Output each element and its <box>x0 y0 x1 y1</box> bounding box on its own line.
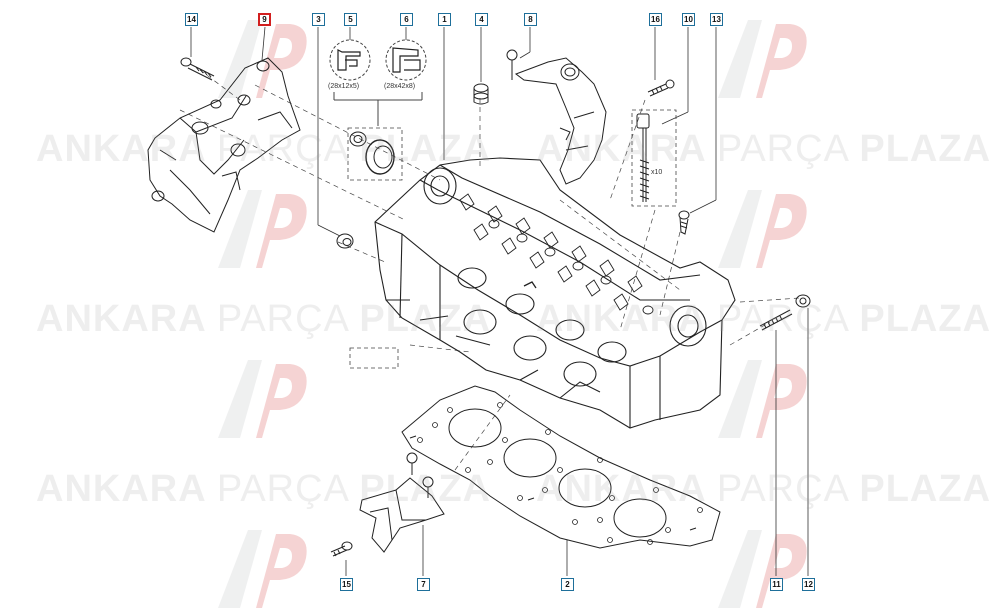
callout-3[interactable]: 3 <box>312 13 325 26</box>
callout-15[interactable]: 15 <box>340 578 353 591</box>
camshaft-seals <box>349 131 395 175</box>
callout-1[interactable]: 1 <box>438 13 451 26</box>
seal-5-size: (28x12x5) <box>328 83 360 90</box>
callout-11[interactable]: 11 <box>770 578 783 591</box>
head-gasket-2 <box>401 385 721 549</box>
plug-3 <box>336 233 354 249</box>
dashed-groups <box>347 109 677 369</box>
callout-12[interactable]: 12 <box>802 578 815 591</box>
callout-9-selected[interactable]: 9 <box>258 13 271 26</box>
callout-2[interactable]: 2 <box>561 578 574 591</box>
leader-lines <box>190 26 809 576</box>
seal-6-size: (28x42x8) <box>384 83 416 90</box>
seal-detail-circles <box>329 39 427 81</box>
stud-11 <box>759 309 793 331</box>
lifting-bracket-8 <box>506 49 607 185</box>
bolt-13 <box>678 210 690 235</box>
callout-14[interactable]: 14 <box>185 13 198 26</box>
nut-12 <box>795 294 811 308</box>
valve-cap-4 <box>473 83 489 105</box>
bolt-quantity: x10 <box>651 169 663 176</box>
rocker-arms <box>459 193 654 315</box>
callout-8[interactable]: 8 <box>524 13 537 26</box>
bolt-15 <box>330 541 353 557</box>
callout-4[interactable]: 4 <box>475 13 488 26</box>
callout-13[interactable]: 13 <box>710 13 723 26</box>
callout-16[interactable]: 16 <box>649 13 662 26</box>
callout-5[interactable]: 5 <box>344 13 357 26</box>
callout-6[interactable]: 6 <box>400 13 413 26</box>
head-bolt-10 <box>636 113 650 202</box>
callout-10[interactable]: 10 <box>682 13 695 26</box>
seal-profiles <box>337 47 421 73</box>
bracket-7 <box>359 452 445 553</box>
engine-bracket-9 <box>147 57 301 233</box>
bolt-14 <box>180 57 215 81</box>
cylinder-head-1 <box>374 157 736 429</box>
callout-7[interactable]: 7 <box>417 578 430 591</box>
assembly-guides <box>179 69 801 471</box>
bolt-16 <box>647 79 675 97</box>
